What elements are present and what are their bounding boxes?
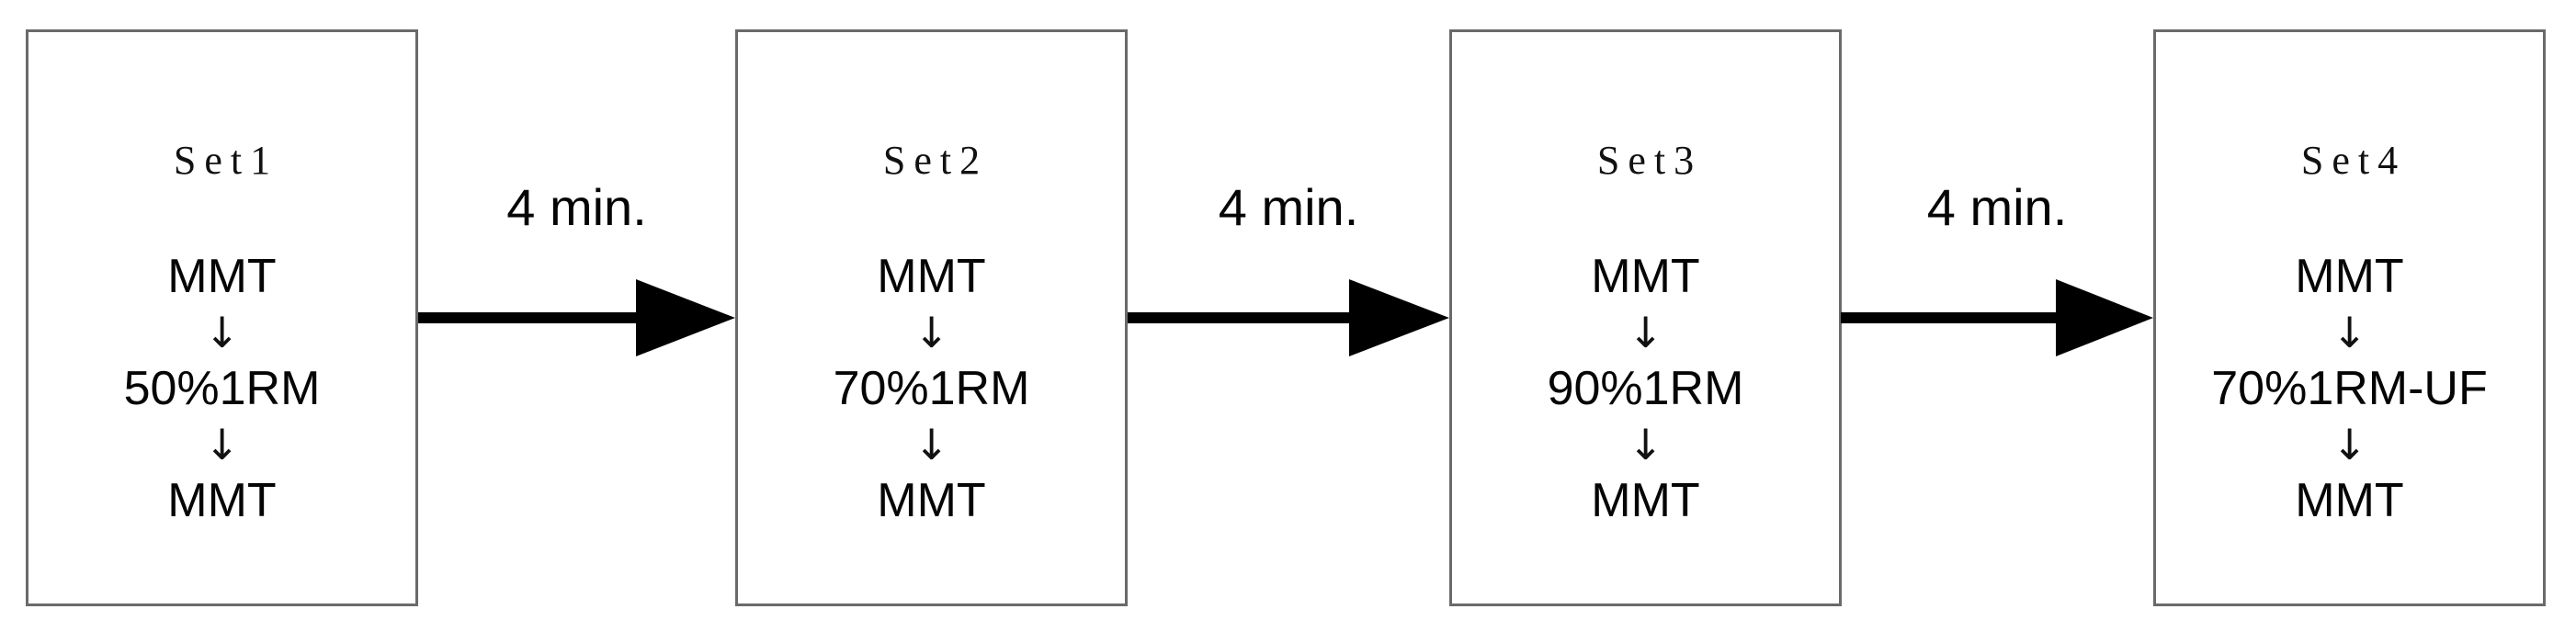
right-arrow-icon bbox=[418, 276, 735, 360]
set-flow-4: MMT ↓ 70%1RM-UF ↓ MMT bbox=[2156, 253, 2543, 525]
connector-2-label: 4 min. bbox=[1218, 178, 1359, 236]
set-1-step-3: MMT bbox=[167, 474, 277, 527]
down-arrow-icon: ↓ bbox=[204, 308, 240, 357]
set-2-step-1: MMT bbox=[877, 250, 986, 303]
connector-2: 4 min. bbox=[1128, 29, 1449, 606]
set-1-step-2: 50%1RM bbox=[123, 362, 321, 415]
down-arrow-icon: ↓ bbox=[2332, 420, 2367, 469]
set-4-step-3: MMT bbox=[2295, 474, 2404, 527]
set-flow-1: MMT ↓ 50%1RM ↓ MMT bbox=[28, 253, 415, 525]
connector-3: 4 min. bbox=[1841, 29, 2153, 606]
set-box-4: Set4 MMT ↓ 70%1RM-UF ↓ MMT bbox=[2153, 29, 2546, 606]
set-3-step-1: MMT bbox=[1591, 250, 1700, 303]
set-title-1: Set1 bbox=[173, 138, 279, 183]
set-title-2: Set2 bbox=[882, 138, 989, 183]
set-box-2: Set2 MMT ↓ 70%1RM ↓ MMT bbox=[735, 29, 1128, 606]
connector-3-label: 4 min. bbox=[1926, 178, 2068, 236]
right-arrow-icon bbox=[1128, 276, 1449, 360]
down-arrow-icon: ↓ bbox=[914, 420, 949, 469]
set-title-4: Set4 bbox=[2300, 138, 2407, 183]
set-flow-2: MMT ↓ 70%1RM ↓ MMT bbox=[738, 253, 1125, 525]
down-arrow-icon: ↓ bbox=[914, 308, 949, 357]
connector-1-label: 4 min. bbox=[506, 178, 647, 236]
set-title-3: Set3 bbox=[1596, 138, 1703, 183]
set-1-step-1: MMT bbox=[167, 250, 277, 303]
set-box-3: Set3 MMT ↓ 90%1RM ↓ MMT bbox=[1449, 29, 1842, 606]
set-box-1: Set1 MMT ↓ 50%1RM ↓ MMT bbox=[26, 29, 418, 606]
set-flow-3: MMT ↓ 90%1RM ↓ MMT bbox=[1452, 253, 1839, 525]
connector-1: 4 min. bbox=[418, 29, 735, 606]
set-2-step-2: 70%1RM bbox=[833, 362, 1030, 415]
set-3-step-2: 90%1RM bbox=[1547, 362, 1744, 415]
down-arrow-icon: ↓ bbox=[204, 420, 240, 469]
set-3-step-3: MMT bbox=[1591, 474, 1700, 527]
right-arrow-icon bbox=[1841, 276, 2153, 360]
set-2-step-3: MMT bbox=[877, 474, 986, 527]
down-arrow-icon: ↓ bbox=[2332, 308, 2367, 357]
down-arrow-icon: ↓ bbox=[1628, 420, 1663, 469]
down-arrow-icon: ↓ bbox=[1628, 308, 1663, 357]
set-4-step-1: MMT bbox=[2295, 250, 2404, 303]
set-4-step-2: 70%1RM-UF bbox=[2211, 362, 2488, 415]
